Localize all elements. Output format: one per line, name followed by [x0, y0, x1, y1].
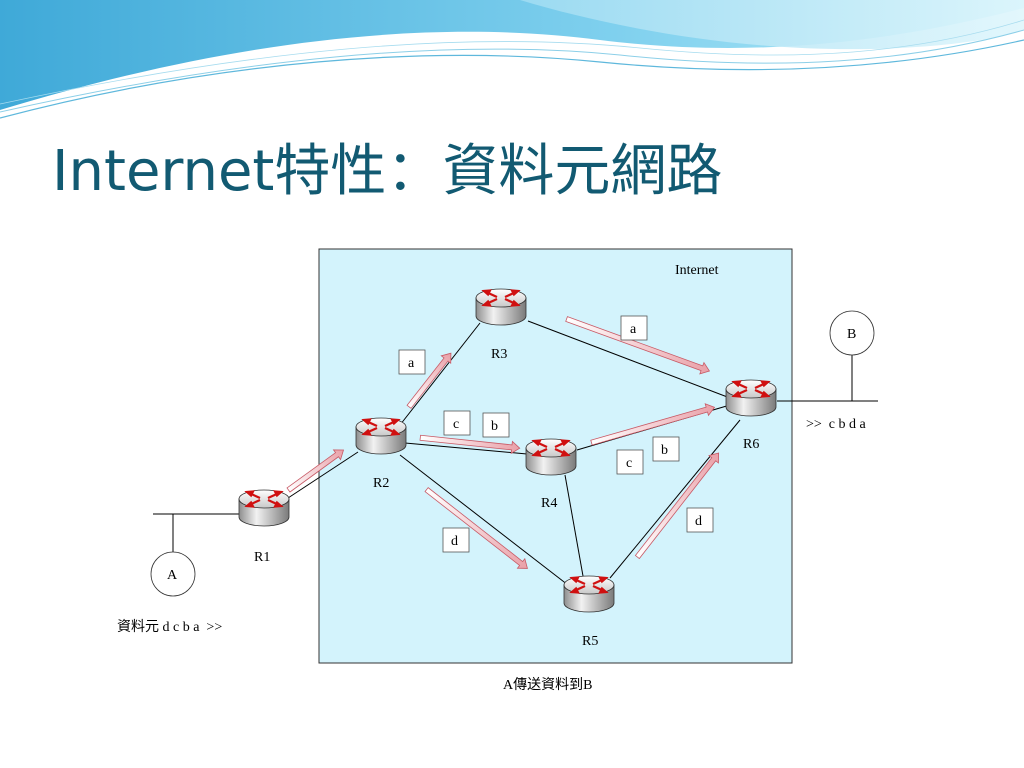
- router-r2: R2: [354, 416, 408, 491]
- link-r2-r5: [399, 454, 569, 586]
- packet-box: c: [616, 449, 644, 475]
- router-label: R2: [373, 476, 389, 491]
- link-r3-r6: [527, 320, 731, 399]
- router-r4: R4: [524, 437, 578, 511]
- link-r2-r4: [404, 442, 528, 455]
- page-title: Internet特性：資料元網路: [52, 139, 723, 204]
- router-label: R6: [743, 437, 759, 452]
- router-r5: R5: [562, 574, 616, 649]
- internet-label: Internet: [675, 263, 719, 278]
- packet-arrow-r5-r6: [634, 452, 720, 560]
- packet-label: a: [630, 322, 637, 337]
- packet-label: b: [661, 443, 668, 458]
- router-r6: R6: [724, 378, 778, 452]
- packet-box: b: [652, 436, 680, 462]
- router-label: R4: [541, 496, 557, 511]
- packet-arrow-r3-r6: [565, 316, 711, 375]
- router-label: R1: [254, 550, 270, 565]
- packet-label: d: [695, 514, 702, 529]
- diagram-caption: A傳送資料到B: [503, 677, 592, 693]
- packet-label: b: [491, 419, 498, 434]
- link-r5-r6: [609, 419, 741, 579]
- link-r4-r5: [564, 474, 584, 577]
- packet-arrow-r2-r5: [424, 487, 528, 569]
- packet-label: d: [451, 534, 458, 549]
- router-r3: R3: [474, 287, 528, 362]
- packet-label: a: [408, 356, 415, 371]
- packet-box: c: [443, 410, 471, 436]
- host-a-label: A: [167, 568, 178, 583]
- source-data-stream: 資料元 d c b a >>: [117, 619, 222, 635]
- packet-arrow-r2-r3: [406, 352, 452, 409]
- packet-label: c: [626, 456, 632, 471]
- link-r1-r2: [284, 451, 359, 501]
- host-b-label: B: [847, 327, 856, 342]
- packet-arrow-r2-r4: [419, 434, 521, 455]
- link-r2-r3: [399, 322, 481, 426]
- packet-box: b: [482, 412, 510, 438]
- header-wave-decoration: [0, 0, 1024, 119]
- packet-label: c: [453, 417, 459, 432]
- packet-arrows: [286, 316, 720, 569]
- host-a: A: [150, 551, 196, 597]
- packet-box: a: [620, 315, 648, 341]
- router-r1: R1: [237, 488, 291, 565]
- packet-box: d: [442, 527, 470, 553]
- host-b: B: [829, 310, 875, 356]
- router-label: R3: [491, 347, 507, 362]
- packet-box: d: [686, 507, 714, 533]
- packet-box: a: [398, 349, 426, 375]
- packet-arrow-r4-r6: [590, 403, 716, 446]
- packet-arrow-r1-r2: [286, 449, 345, 493]
- router-label: R5: [582, 634, 598, 649]
- dest-data-stream: >> c b d a: [806, 417, 867, 432]
